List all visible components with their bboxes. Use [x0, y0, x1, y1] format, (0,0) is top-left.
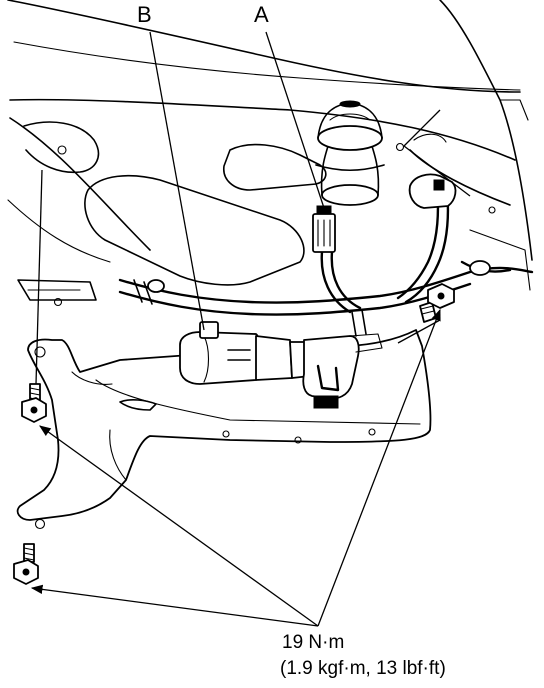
wire-harness — [118, 178, 534, 337]
bolt-right — [419, 283, 455, 323]
bolt-upper-left — [21, 383, 47, 423]
grommet-connector — [408, 173, 457, 209]
filler-neck — [315, 100, 385, 206]
callout-leaders — [35, 31, 471, 385]
torque-spec-line1: 19 N·m — [282, 632, 344, 653]
actuator-b — [179, 321, 311, 385]
connector-a — [312, 205, 336, 253]
body-panel — [7, 0, 533, 348]
bolt-lower-left — [13, 543, 39, 585]
torque-spec-line2: (1.9 kgf·m, 13 lbf·ft) — [280, 658, 446, 679]
actuator-connector — [302, 333, 383, 409]
callout-b-label: B — [137, 2, 152, 27]
callout-a-label: A — [254, 2, 269, 27]
torque-arrows — [30, 308, 441, 627]
